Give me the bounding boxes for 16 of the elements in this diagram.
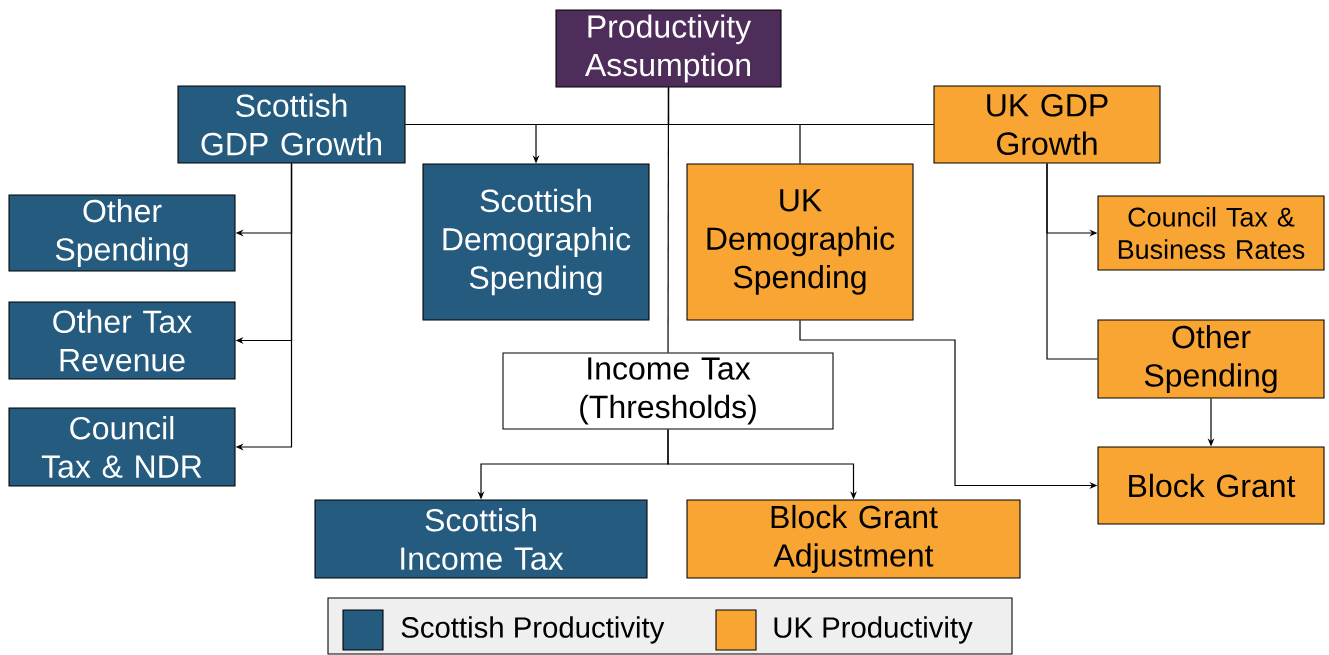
process-box: Other Spending	[1097, 319, 1325, 399]
legend-label: UK Productivity	[774, 616, 973, 644]
process-box: Scottish GDP Growth	[177, 85, 406, 164]
process-box: Block Grant Adjustment	[686, 499, 1021, 579]
process-box: Other Spending	[8, 194, 236, 272]
process-box: UK Demographic Spending	[686, 163, 914, 321]
process-box: UK GDP Growth	[933, 85, 1161, 164]
process-box: Other Tax Revenue	[8, 301, 236, 380]
process-box: Council Tax & NDR	[8, 407, 236, 487]
process-box: Scottish Demographic Spending	[422, 163, 650, 321]
legend-label: Scottish Productivity	[401, 616, 665, 644]
assumption-box: Productivity Assumption	[555, 9, 782, 88]
process-box: Block Grant	[1097, 446, 1325, 525]
process-box: Scottish Income Tax	[314, 499, 648, 579]
process-box: Council Tax & Business Rates	[1097, 195, 1325, 271]
process-box: Income Tax (Thresholds)	[502, 352, 834, 430]
